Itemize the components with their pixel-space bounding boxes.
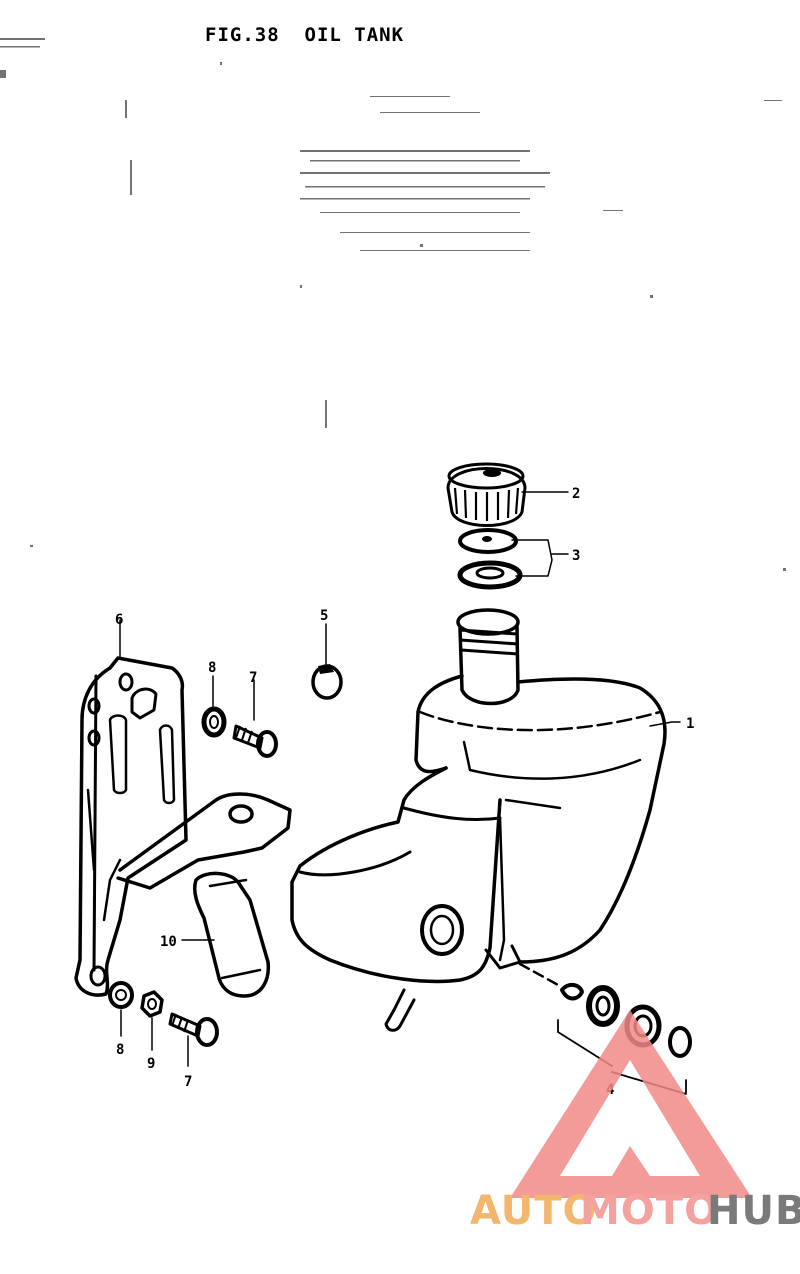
washer-upper [201, 675, 227, 738]
bolt-upper [232, 679, 278, 758]
watermark-hub: HUB [707, 1188, 800, 1234]
bolt-lower [168, 1012, 219, 1067]
filler-cap [446, 462, 527, 527]
callout-8-lower: 8 [116, 1042, 124, 1058]
gasket-set [457, 528, 523, 590]
clip [311, 623, 343, 700]
triangle-logo-icon [510, 1010, 752, 1198]
scan-noise [0, 38, 786, 571]
watermark-text: AUTO MOTO HUB [470, 1188, 800, 1234]
callout-5: 5 [320, 608, 328, 624]
callout-8-upper: 8 [208, 660, 216, 676]
callout-9: 9 [147, 1056, 155, 1072]
callout-7-upper: 7 [249, 670, 257, 686]
watermark-moto: MOTO [580, 1188, 719, 1234]
watermark-logo [510, 1010, 752, 1198]
callout-2: 2 [572, 486, 580, 502]
oil-tank [290, 608, 667, 1032]
figure-title: FIG.38 OIL TANK [205, 24, 405, 46]
callout-1: 1 [686, 716, 694, 732]
watermark-auto: AUTO [470, 1188, 598, 1234]
rubber-strap [181, 871, 271, 998]
callout-3: 3 [572, 548, 580, 564]
callout-6: 6 [115, 612, 123, 628]
washer-lower [108, 981, 134, 1037]
nut [140, 990, 164, 1051]
callout-10: 10 [160, 934, 177, 950]
callout-7-lower: 7 [184, 1074, 192, 1090]
leader-lines [511, 491, 681, 727]
bracket [74, 619, 292, 997]
